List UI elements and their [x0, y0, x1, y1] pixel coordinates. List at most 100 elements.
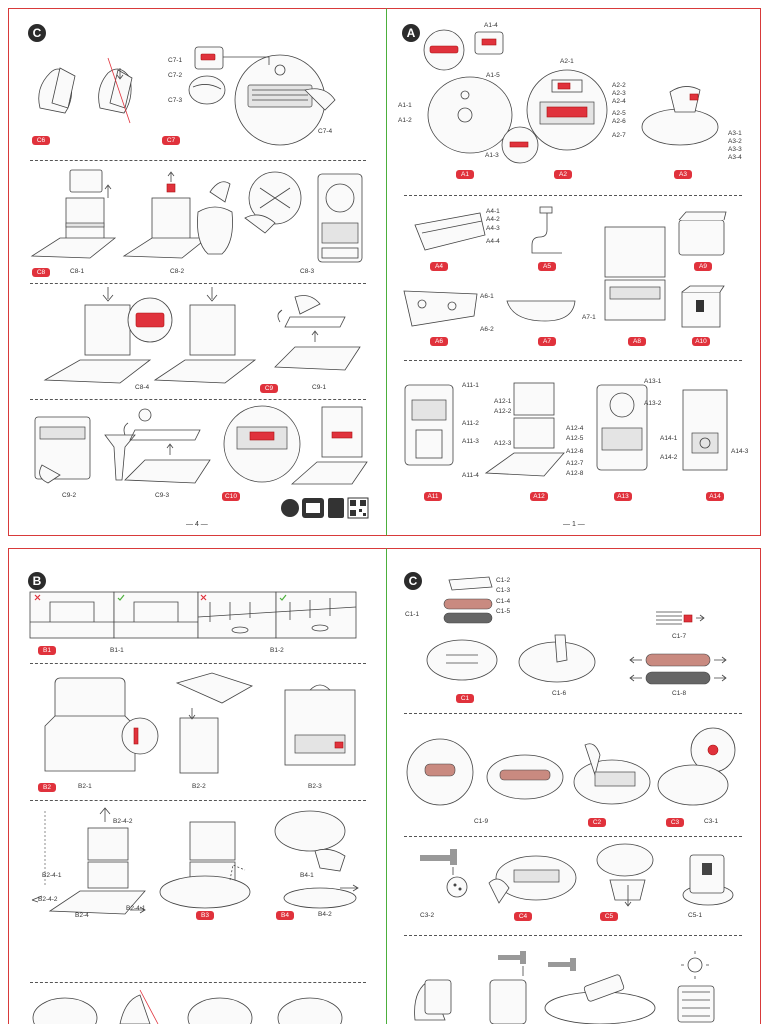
- a7-illustration: [506, 300, 576, 322]
- label-c9-1: C9-1: [312, 384, 327, 391]
- a13-illustration: [596, 384, 648, 471]
- tag-b2: B2: [38, 783, 56, 792]
- label-c1-8: C1-8: [672, 690, 687, 697]
- b2-1-illustration: [44, 677, 159, 772]
- label-a2-4: A2-4: [612, 98, 626, 105]
- tag-a2: A2: [554, 170, 572, 179]
- divider: [30, 283, 366, 284]
- label-b4-1: B4-1: [300, 872, 314, 879]
- tag-c7: C7: [162, 136, 180, 145]
- label-c1-7: C1-7: [672, 633, 687, 640]
- label-a12-1: A12-1: [494, 398, 512, 405]
- label-b1-1: B1-1: [110, 647, 124, 654]
- tag-a13: A13: [614, 492, 632, 501]
- tag-c2: C2: [588, 818, 606, 827]
- a9-illustration: [678, 211, 727, 256]
- label-a6-1: A6-1: [480, 293, 494, 300]
- c10-illustration: [223, 405, 368, 485]
- label-a13-1: A13-1: [644, 378, 662, 385]
- tag-c5: C5: [600, 912, 618, 921]
- label-a13-2: A13-2: [644, 400, 662, 407]
- label-a11-3: A11-3: [462, 438, 479, 445]
- a11-illustration: [404, 384, 454, 466]
- label-c3-1: C3-1: [704, 818, 719, 825]
- c8-4-illustration: [43, 287, 257, 384]
- page-number-right: — 1 —: [563, 521, 585, 528]
- a8-illustration: [604, 226, 666, 321]
- label-c8-2: C8-2: [170, 268, 185, 275]
- tag-a10: A10: [692, 337, 710, 346]
- label-a6-2: A6-2: [480, 326, 494, 333]
- label-a14-2: A14-2: [660, 454, 678, 461]
- label-c8-3: C8-3: [300, 268, 315, 275]
- label-a2-7: A2-7: [612, 132, 626, 139]
- c1-6-illustration: [518, 634, 596, 683]
- c4-illustration: [488, 855, 577, 904]
- c6-illustration: [38, 57, 133, 124]
- label-a1-5: A1-5: [486, 72, 500, 79]
- tag-c1: C1: [456, 694, 474, 703]
- label-a12-4: A12-4: [566, 425, 584, 432]
- a1-illustration: [423, 29, 539, 164]
- tag-b4: B4: [276, 911, 294, 920]
- b4-1-illustration: [274, 810, 346, 872]
- label-a12-5: A12-5: [566, 435, 584, 442]
- section-badge: C: [404, 572, 422, 590]
- divider: [30, 982, 366, 983]
- b3-illustration: [159, 821, 251, 909]
- divider: [404, 713, 742, 714]
- label-a1-3: A1-3: [485, 152, 499, 159]
- tag-b1: B1: [38, 646, 56, 655]
- label-c7-2: C7-2: [168, 72, 183, 79]
- label-c1-4: C1-4: [496, 598, 511, 605]
- c3-illustration: [657, 727, 736, 806]
- label-c8-1: C8-1: [70, 268, 85, 275]
- a3-illustration: [641, 86, 719, 146]
- label-a11-2: A11-2: [462, 420, 479, 427]
- c7-illustration: [188, 46, 336, 146]
- label-c9-2: C9-2: [62, 492, 77, 499]
- c3-2-illustration: [420, 849, 468, 898]
- bottom-right-panel: [386, 548, 761, 1024]
- a10-illustration: [681, 285, 725, 328]
- label-a2-3: A2-3: [612, 90, 626, 97]
- a4-illustration: [414, 212, 486, 251]
- label-a12-2: A12-2: [494, 408, 512, 415]
- label-a1-2: A1-2: [398, 117, 412, 124]
- c1-8-illustration: [629, 653, 727, 685]
- a6-illustration: [403, 290, 478, 327]
- recycle-and-qr-icons: [281, 497, 369, 519]
- label-a4-1: A4-1: [486, 208, 500, 215]
- section-badge: B: [28, 572, 46, 590]
- label-b2-1: B2-1: [78, 783, 92, 790]
- section-badge: C: [28, 24, 46, 42]
- label-a3-1: A3-1: [728, 130, 742, 137]
- c2-illustration: [573, 743, 651, 805]
- label-a2-6: A2-6: [612, 118, 626, 125]
- tag-a11: A11: [424, 492, 442, 501]
- label-a2-1: A2-1: [560, 58, 574, 65]
- divider: [404, 836, 742, 837]
- c9-2-illustration: [34, 416, 136, 484]
- divider: [30, 663, 366, 664]
- label-a7-1: A7-1: [582, 314, 596, 321]
- c1-7-illustration: [656, 611, 705, 625]
- label-b2-2: B2-2: [192, 783, 206, 790]
- label-c1-9: C1-9: [474, 818, 489, 825]
- top-left-panel: [8, 8, 386, 536]
- tag-a5: A5: [538, 262, 556, 271]
- c8-3-illustration: [244, 171, 363, 263]
- divider: [404, 935, 742, 936]
- label-a12-6: A12-6: [566, 448, 584, 455]
- label-b1-2: B1-2: [270, 647, 284, 654]
- page-number-left: — 4 —: [186, 521, 208, 528]
- tag-a9: A9: [694, 262, 712, 271]
- a12-illustration: [484, 382, 565, 477]
- tag-c9: C9: [260, 384, 278, 393]
- c1-illustration: [426, 576, 498, 681]
- tag-a8: A8: [628, 337, 646, 346]
- b5-illustration: [32, 989, 343, 1024]
- label-a11-4: A11-4: [462, 472, 479, 479]
- label-c7-4: C7-4: [318, 128, 333, 135]
- divider: [404, 360, 742, 361]
